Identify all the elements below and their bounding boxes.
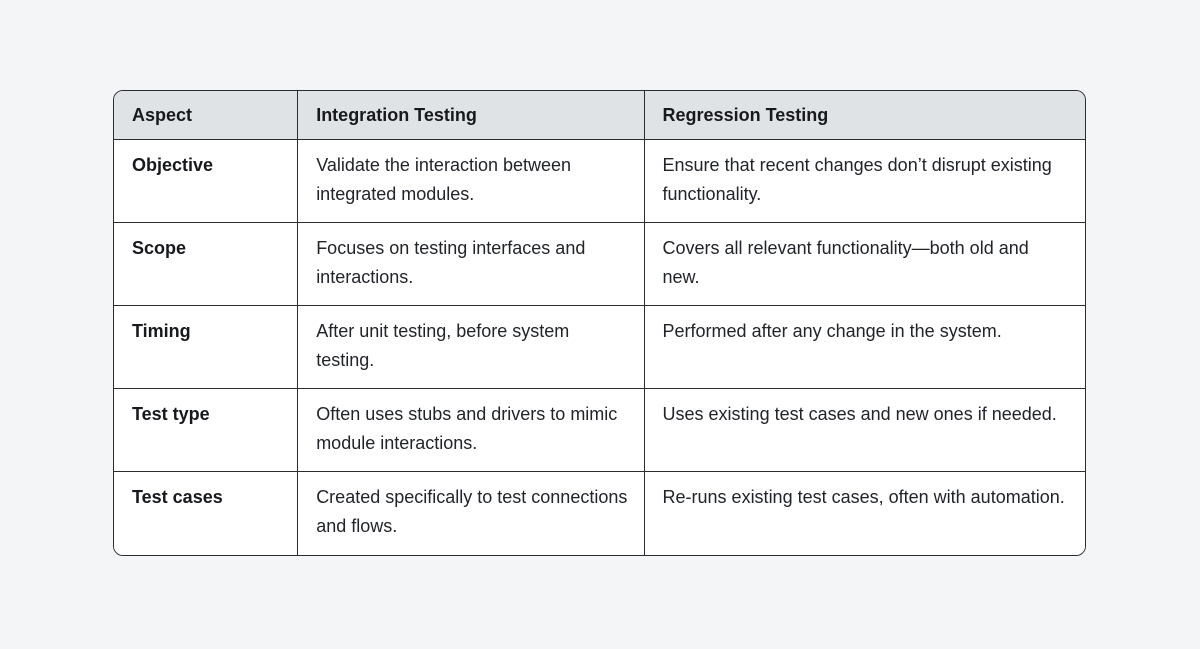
column-header-regression-testing: Regression Testing	[644, 91, 1085, 140]
regression-cell: Re-runs existing test cases, often with …	[644, 472, 1085, 555]
table-row-objective: Objective Validate the interaction betwe…	[114, 140, 1085, 223]
regression-cell: Covers all relevant functionality—both o…	[644, 223, 1085, 306]
aspect-label: Test type	[114, 389, 299, 472]
aspect-label: Timing	[114, 306, 299, 389]
integration-cell: After unit testing, before system testin…	[298, 306, 645, 389]
regression-cell: Uses existing test cases and new ones if…	[644, 389, 1085, 472]
comparison-table: Aspect Integration Testing Regression Te…	[114, 91, 1085, 555]
aspect-label: Scope	[114, 223, 299, 306]
regression-cell: Ensure that recent changes don’t disrupt…	[644, 140, 1085, 223]
table-row-test-type: Test type Often uses stubs and drivers t…	[114, 389, 1085, 472]
table-row-test-cases: Test cases Created specifically to test …	[114, 472, 1085, 555]
aspect-label: Objective	[114, 140, 299, 223]
comparison-table-card: Aspect Integration Testing Regression Te…	[113, 90, 1086, 556]
regression-cell: Performed after any change in the system…	[644, 306, 1085, 389]
integration-cell: Often uses stubs and drivers to mimic mo…	[298, 389, 645, 472]
table-header-row: Aspect Integration Testing Regression Te…	[114, 91, 1085, 140]
column-header-aspect: Aspect	[114, 91, 299, 140]
column-header-integration-testing: Integration Testing	[298, 91, 645, 140]
integration-cell: Focuses on testing interfaces and intera…	[298, 223, 645, 306]
aspect-label: Test cases	[114, 472, 299, 555]
table-row-timing: Timing After unit testing, before system…	[114, 306, 1085, 389]
integration-cell: Validate the interaction between integra…	[298, 140, 645, 223]
table-row-scope: Scope Focuses on testing interfaces and …	[114, 223, 1085, 306]
integration-cell: Created specifically to test connections…	[298, 472, 645, 555]
